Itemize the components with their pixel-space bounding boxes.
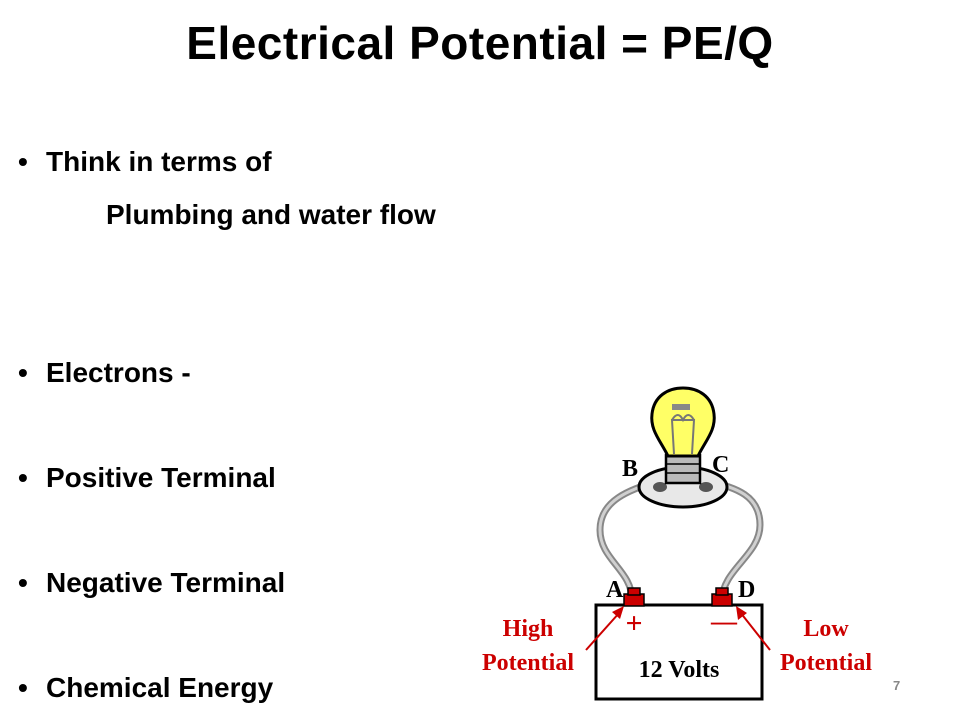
bullet-dot: • [18,567,28,598]
plus-sign: + [625,607,642,640]
bullet-item: • Negative Terminal [18,567,285,599]
high-potential-label-line1: High [503,616,554,642]
socket-contact-right [699,482,713,492]
bullet-text: Think in terms of [46,146,272,177]
bullet-item: • Think in terms of [18,146,272,178]
wire-right-inner [710,480,762,602]
bullet-text: Negative Terminal [46,567,286,598]
bullet-dot: • [18,672,28,703]
bullet-subline: Plumbing and water flow [106,199,436,230]
socket-contact-left [653,482,667,492]
minus-sign: — [710,607,738,636]
bullet-dot: • [18,462,28,493]
negative-terminal [711,593,733,607]
label-a: A [606,577,624,603]
bullet-dot: • [18,146,28,177]
low-potential-label-line2: Potential [780,650,872,676]
bullet-dot: • [18,357,28,388]
bullet-text: Chemical Energy [46,672,274,703]
high-potential-label-line2: Potential [482,650,574,676]
battery-body [594,603,764,701]
label-d: D [738,577,755,603]
low-potential-label-line1: Low [803,616,849,642]
high-potential-arrow [585,611,621,651]
label-b: B [622,456,638,482]
wire-left-inner [598,480,657,602]
low-potential-arrow [739,611,771,651]
positive-terminal [623,593,645,607]
bulb-neck [664,453,702,485]
label-c: C [712,452,729,478]
bullet-item: • Positive Terminal [18,462,276,494]
bullet-text: Positive Terminal [46,462,276,493]
battery-label: 12 Volts [639,657,720,683]
bullet-text: Electrons - [46,357,191,388]
page-number: 7 [893,678,901,693]
slide-title: Electrical Potential = PE/Q [186,17,774,69]
bullet-item: • Electrons - [18,357,191,389]
bullet-item: • Chemical Energy [18,672,273,704]
